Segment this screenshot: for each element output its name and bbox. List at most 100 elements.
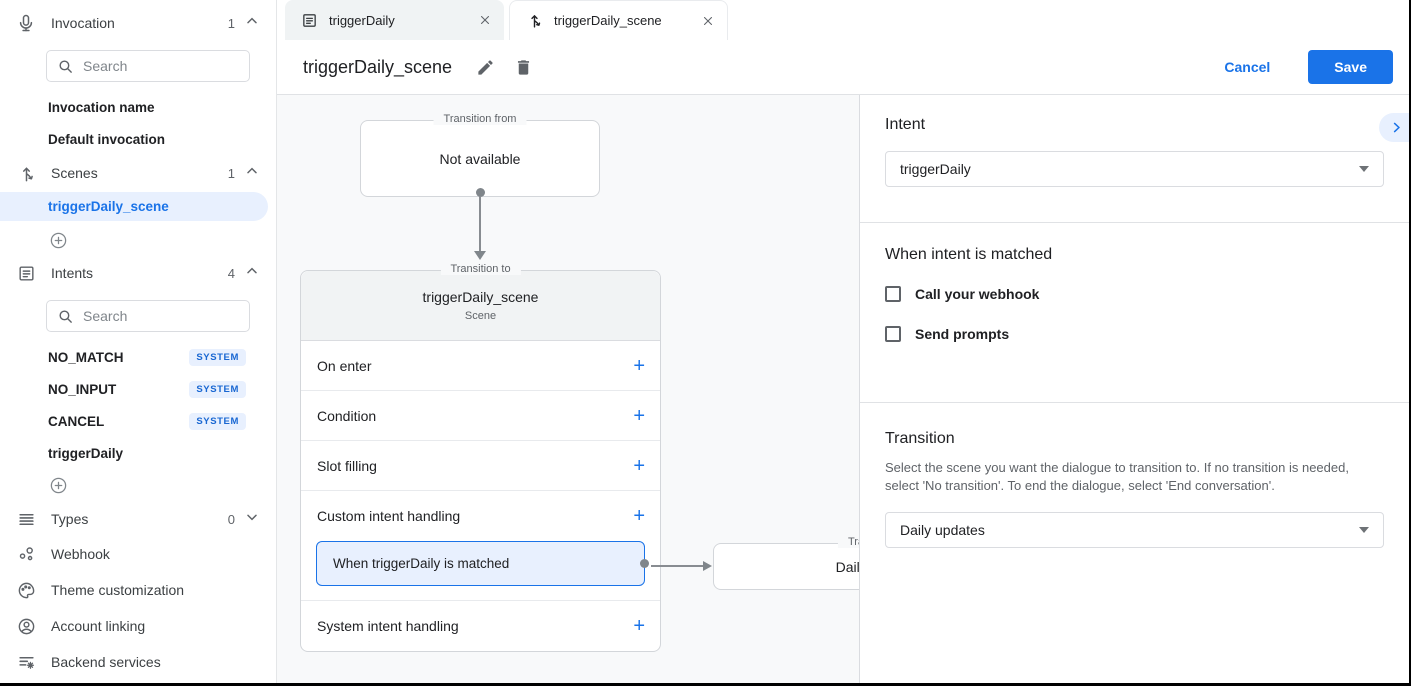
collapse-panel-button[interactable] <box>1379 113 1409 142</box>
types-lines-icon <box>14 507 38 531</box>
palette-icon <box>14 578 38 602</box>
intent-dropdown-value: triggerDaily <box>900 161 971 177</box>
sidebar-item-cancel-intent[interactable]: CANCEL SYSTEM <box>0 406 276 436</box>
when-matched-section: When intent is matched Call your webhook… <box>860 223 1409 403</box>
save-button[interactable]: Save <box>1308 50 1393 84</box>
section-count: 1 <box>227 165 235 181</box>
scenes-branch-icon <box>14 161 38 185</box>
add-icon[interactable]: + <box>633 354 645 377</box>
scene-titlebar: triggerDaily_scene Cancel Save <box>277 40 1409 95</box>
main-area: triggerDaily triggerDaily_scene triggerD… <box>277 0 1409 683</box>
add-icon[interactable]: + <box>633 404 645 427</box>
search-icon <box>59 309 72 323</box>
transition-dropdown[interactable]: Daily updates <box>885 512 1384 548</box>
delete-trash-icon[interactable] <box>512 56 534 78</box>
sidebar-item-no-input[interactable]: NO_INPUT SYSTEM <box>0 374 276 404</box>
add-circle-icon <box>50 477 67 493</box>
transition-to-legend: Transition to <box>837 536 859 548</box>
sidebar-section-label: Invocation <box>51 15 115 31</box>
row-label: Custom intent handling <box>317 508 461 524</box>
close-x-icon[interactable] <box>699 12 717 30</box>
sidebar-item-default-invocation[interactable]: Default invocation <box>48 131 166 147</box>
add-intent-button[interactable] <box>0 472 276 498</box>
transition-target-value: Daily updates <box>835 558 859 575</box>
row-slot-filling[interactable]: Slot filling + <box>301 441 660 491</box>
arrow-right-icon <box>703 561 712 571</box>
row-label: Slot filling <box>317 457 377 474</box>
sidebar-item-backend-services[interactable]: Backend services <box>0 644 276 680</box>
row-custom-intent-handling[interactable]: Custom intent handling + <box>301 491 660 541</box>
edit-pencil-icon[interactable] <box>474 56 496 78</box>
matched-intent-label: When triggerDaily is matched <box>333 556 510 571</box>
system-badge: SYSTEM <box>189 412 246 430</box>
connector-dot <box>476 188 485 197</box>
scene-card-subtitle: Scene <box>464 310 497 322</box>
row-label: Condition <box>317 407 377 424</box>
tab-label: triggerDaily <box>329 12 395 28</box>
row-condition[interactable]: Condition + <box>301 391 660 441</box>
intents-list-icon <box>14 261 38 285</box>
backend-services-icon <box>14 650 38 674</box>
matched-intent-handler[interactable]: When triggerDaily is matched <box>316 541 649 586</box>
arrow-down-icon <box>474 251 486 260</box>
call-webhook-checkbox-row[interactable]: Call your webhook <box>885 286 1384 302</box>
sidebar-section-types[interactable]: Types 0 <box>0 504 276 534</box>
scene-card[interactable]: Transition to triggerDaily_scene Scene O… <box>300 263 661 652</box>
sidebar-item-triggerdaily-scene[interactable]: triggerDaily_scene <box>0 192 268 221</box>
send-prompts-label: Send prompts <box>915 326 1010 342</box>
system-badge: SYSTEM <box>189 380 246 398</box>
row-on-enter[interactable]: On enter + <box>301 341 660 391</box>
scene-diagram-canvas[interactable]: Transition from Not available Transition… <box>277 95 859 683</box>
intents-search-box <box>46 300 250 332</box>
row-system-intent-handling[interactable]: System intent handling + <box>301 601 660 651</box>
close-x-icon[interactable] <box>476 11 494 29</box>
transition-from-legend: Transition from <box>433 113 527 125</box>
cancel-button[interactable]: Cancel <box>1224 59 1271 75</box>
search-icon <box>59 59 72 73</box>
add-icon[interactable]: + <box>633 505 645 527</box>
intents-search-input[interactable] <box>83 308 239 324</box>
page-title: triggerDaily_scene <box>303 56 453 77</box>
transition-heading: Transition <box>885 430 955 447</box>
add-icon[interactable]: + <box>633 615 645 637</box>
add-icon[interactable]: + <box>633 454 645 477</box>
sidebar-link-label: Theme customization <box>51 582 185 598</box>
sidebar-item-account-linking[interactable]: Account linking <box>0 608 276 644</box>
editor-tabbar: triggerDaily triggerDaily_scene <box>277 0 1409 40</box>
connector-line-horizontal <box>651 565 703 567</box>
sidebar-section-label: Scenes <box>51 165 98 181</box>
sidebar-item-triggerdaily-intent[interactable]: triggerDaily <box>48 445 124 461</box>
transition-from-card[interactable]: Transition from Not available <box>360 113 600 197</box>
invocation-search-input[interactable] <box>83 58 239 74</box>
intents-list-icon <box>299 10 319 30</box>
send-prompts-checkbox-row[interactable]: Send prompts <box>885 326 1384 342</box>
sidebar-section-intents[interactable]: Intents 4 <box>0 258 276 288</box>
add-scene-button[interactable] <box>0 227 276 253</box>
chevron-up-icon <box>244 263 260 284</box>
sidebar-item-theme-customization[interactable]: Theme customization <box>0 572 276 608</box>
checkbox-unchecked-icon[interactable] <box>885 326 901 342</box>
when-matched-heading: When intent is matched <box>885 246 1053 263</box>
transition-target-card[interactable]: Transition to Daily updates <box>713 536 859 590</box>
add-circle-icon <box>50 232 67 248</box>
row-label: System intent handling <box>317 618 459 634</box>
row-label: On enter <box>317 357 372 374</box>
tab-triggerdaily[interactable]: triggerDaily <box>285 0 504 40</box>
system-badge: SYSTEM <box>189 348 246 366</box>
sidebar-item-no-match[interactable]: NO_MATCH SYSTEM <box>0 342 276 372</box>
sidebar-item-webhook[interactable]: Webhook <box>0 536 276 572</box>
tab-triggerdaily-scene[interactable]: triggerDaily_scene <box>509 0 728 40</box>
checkbox-unchecked-icon[interactable] <box>885 286 901 302</box>
sidebar-link-label: Backend services <box>51 654 161 670</box>
scene-card-header: triggerDaily_scene Scene <box>301 271 660 341</box>
section-count: 4 <box>227 265 235 281</box>
scene-editor-content: Transition from Not available Transition… <box>277 95 1409 683</box>
intent-dropdown[interactable]: triggerDaily <box>885 151 1384 187</box>
transition-dropdown-value: Daily updates <box>900 522 985 538</box>
dropdown-caret-icon <box>1359 527 1369 533</box>
sidebar-section-scenes[interactable]: Scenes 1 <box>0 158 276 188</box>
sidebar-section-invocation[interactable]: Invocation 1 <box>0 8 276 38</box>
sidebar-item-invocation-name[interactable]: Invocation name <box>48 99 155 115</box>
scenes-branch-icon <box>524 11 544 31</box>
mic-icon <box>14 11 38 35</box>
